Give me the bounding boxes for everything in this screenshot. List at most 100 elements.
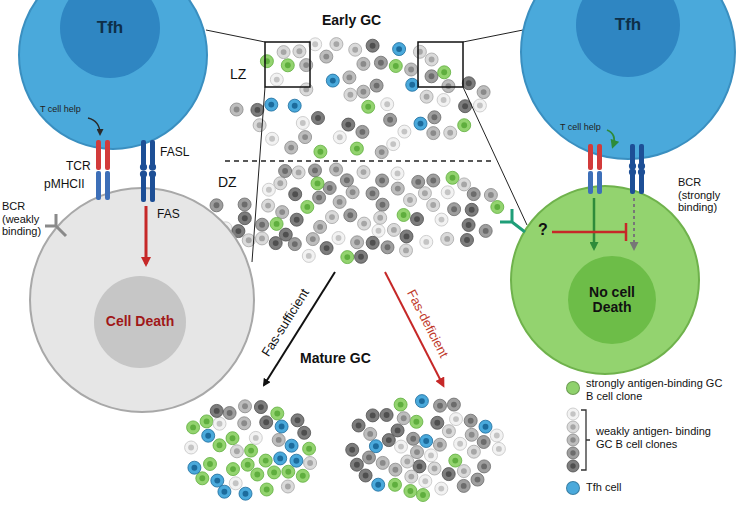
cell-nucleus xyxy=(570,411,575,416)
b-cell xyxy=(370,79,383,92)
cell-nucleus xyxy=(317,224,323,230)
b-cell xyxy=(372,478,385,491)
cell-nucleus xyxy=(404,459,410,465)
cell-nucleus xyxy=(570,437,575,442)
b-cell xyxy=(369,440,382,453)
cell-nucleus xyxy=(384,101,390,107)
b-cell xyxy=(314,145,327,158)
b-cell xyxy=(387,223,400,236)
b-cell xyxy=(271,407,284,420)
cell-nucleus xyxy=(419,398,425,404)
b-cell xyxy=(411,213,424,226)
cell-nucleus xyxy=(376,228,382,234)
b-cell xyxy=(433,438,446,451)
b-cell xyxy=(288,99,301,112)
signal-arrow xyxy=(607,130,614,146)
b-cell xyxy=(444,126,457,139)
b-cell xyxy=(447,398,460,411)
cell-nucleus xyxy=(295,417,301,423)
b-cell xyxy=(412,175,425,188)
b-cell xyxy=(356,125,369,138)
b-cell xyxy=(265,98,278,111)
b-cell xyxy=(410,415,423,428)
cell-nucleus xyxy=(263,419,269,425)
cell-nucleus xyxy=(259,235,265,241)
b-cell xyxy=(288,238,301,251)
b-cell xyxy=(251,103,264,116)
b-cell xyxy=(274,177,287,190)
b-cell xyxy=(323,182,336,195)
cell-nucleus xyxy=(316,195,322,201)
b-cell xyxy=(270,73,283,86)
cell-label: No cell Death xyxy=(572,285,652,316)
b-cell xyxy=(213,439,226,452)
cell-nucleus xyxy=(384,412,390,418)
cell-nucleus xyxy=(312,167,318,173)
b-cell xyxy=(346,443,359,456)
cell-drawing xyxy=(521,0,735,170)
b-cell xyxy=(366,236,379,249)
b-cell xyxy=(425,70,438,83)
cell-nucleus xyxy=(496,446,502,452)
cell-nucleus xyxy=(271,469,277,475)
b-cell xyxy=(362,100,375,113)
signal-arrow xyxy=(145,206,148,264)
b-cell xyxy=(281,480,294,493)
cell-nucleus xyxy=(420,492,426,498)
b-cell xyxy=(260,55,273,68)
b-cell xyxy=(333,195,346,208)
b-cell xyxy=(376,456,389,469)
b-cell xyxy=(227,463,240,476)
cell-nucleus xyxy=(315,115,321,121)
b-cell xyxy=(290,213,303,226)
cell-nucleus xyxy=(274,411,280,417)
b-cell xyxy=(358,217,371,230)
annotation: DZ xyxy=(218,174,250,190)
b-cell xyxy=(400,230,413,243)
cell-nucleus xyxy=(352,47,358,53)
b-cell xyxy=(292,166,305,179)
receptor xyxy=(150,175,155,202)
cell-nucleus xyxy=(294,217,300,223)
receptor xyxy=(105,140,110,170)
b-cell xyxy=(272,433,285,446)
b-cell xyxy=(320,50,333,63)
b-cell xyxy=(351,236,364,249)
receptor xyxy=(141,140,146,166)
cell-nucleus xyxy=(191,465,197,471)
b-cell xyxy=(376,198,389,211)
b-cell xyxy=(256,218,269,231)
cell-nucleus xyxy=(451,402,457,408)
cell-nucleus xyxy=(354,146,360,152)
cell-nucleus xyxy=(248,448,254,454)
cell-nucleus xyxy=(392,467,398,473)
legend-bracket xyxy=(581,410,590,470)
b-cell xyxy=(344,88,357,101)
cell-nucleus xyxy=(361,221,367,227)
cell-nucleus xyxy=(266,187,272,193)
cell-drawing xyxy=(19,0,207,171)
cell-nucleus xyxy=(302,134,308,140)
cell-nucleus xyxy=(379,149,385,155)
cell-nucleus xyxy=(439,217,445,223)
cell-nucleus xyxy=(367,431,373,437)
cell-nucleus xyxy=(404,233,410,239)
cell-nucleus xyxy=(324,245,330,251)
cell-nucleus xyxy=(312,41,318,47)
cell-nucleus xyxy=(350,189,356,195)
cell-nucleus xyxy=(387,117,393,123)
cell-nucleus xyxy=(317,149,323,155)
receptor xyxy=(597,144,602,170)
cell-nucleus xyxy=(401,212,407,218)
b-cell xyxy=(393,43,406,56)
b-cell xyxy=(462,77,475,90)
cell-nucleus xyxy=(471,449,477,455)
b-cell xyxy=(200,415,213,428)
cell-nucleus xyxy=(373,443,379,449)
b-cell xyxy=(374,56,387,69)
cell-nucleus xyxy=(464,237,470,243)
cell-nucleus xyxy=(199,475,205,481)
b-cell xyxy=(256,232,269,245)
b-cell xyxy=(346,186,359,199)
b-cell xyxy=(363,451,376,464)
